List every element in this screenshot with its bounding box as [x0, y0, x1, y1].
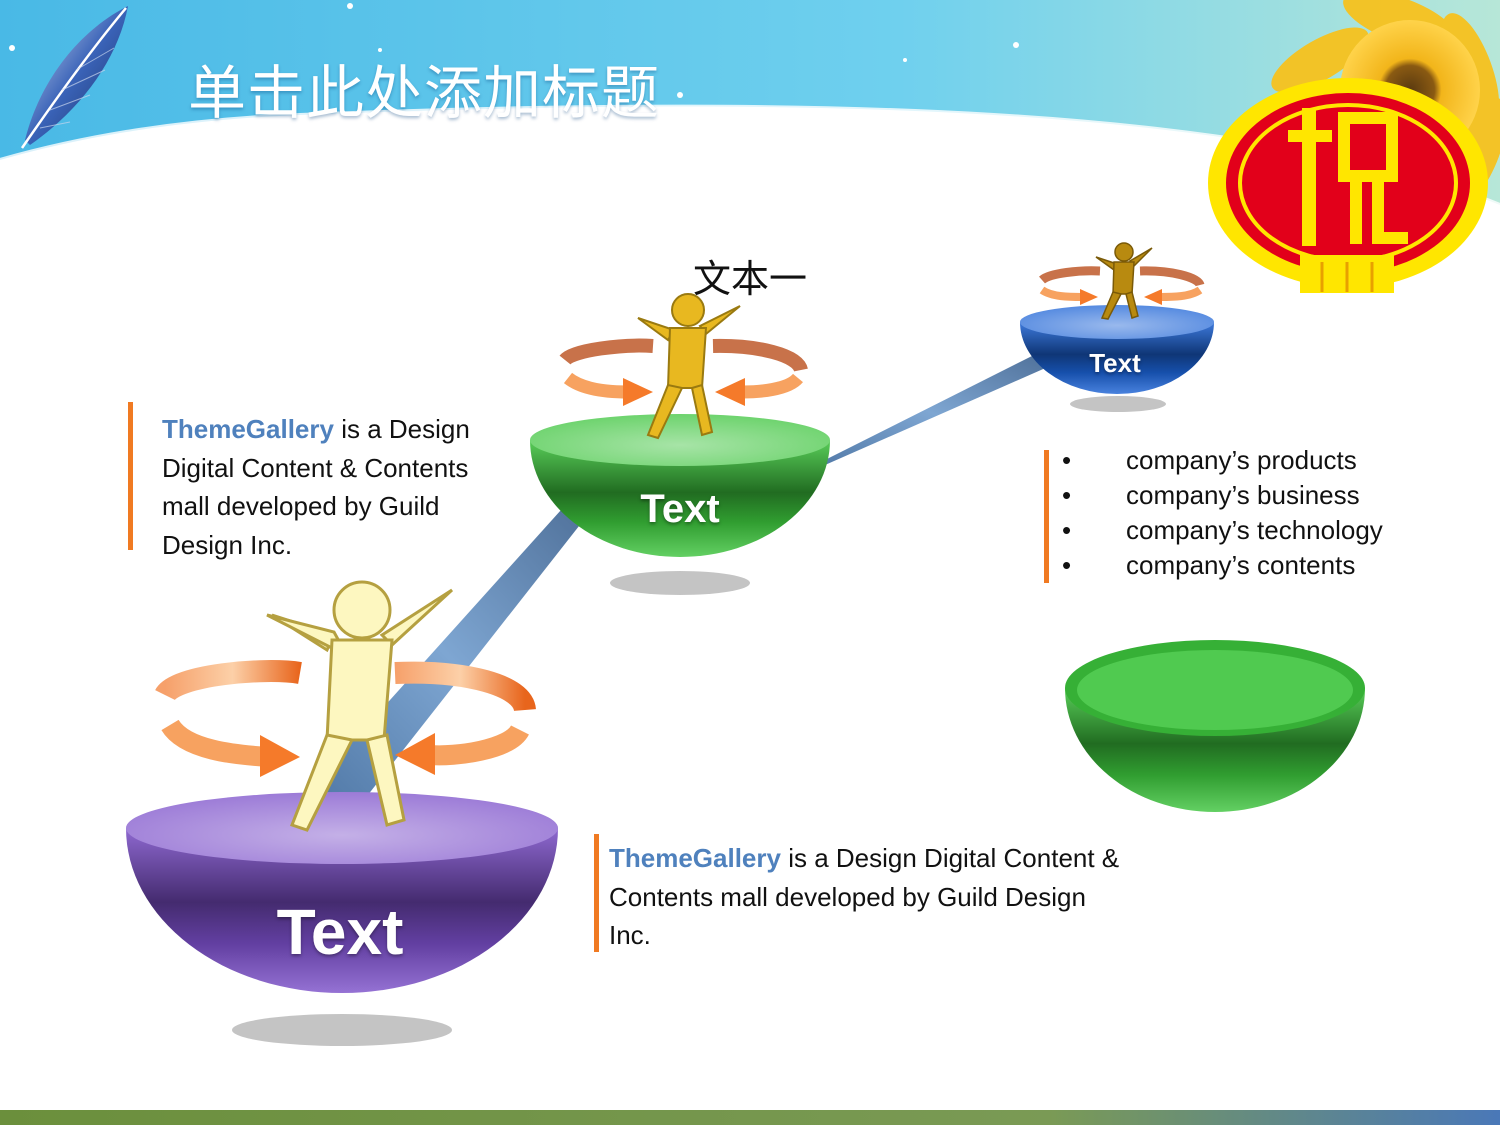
- stage-label-2: Text: [640, 487, 720, 531]
- shadow-3: [1070, 396, 1166, 412]
- caption-text: 文本一: [693, 257, 808, 301]
- feather-icon: [20, 6, 128, 149]
- person-figure-icon: [637, 293, 741, 440]
- list-item: •company’s business: [1062, 480, 1360, 510]
- stage-bowl-2-body: [530, 440, 830, 557]
- list-item: •company’s technology: [1062, 515, 1383, 545]
- stage-label-3: Text: [1089, 348, 1141, 378]
- bullet-list: •company’s products •company’s business …: [1060, 443, 1383, 583]
- stage-bowl-1-body: [126, 828, 558, 993]
- list-item: •company’s products: [1062, 445, 1357, 475]
- list-item: •company’s contents: [1062, 550, 1356, 580]
- description-text: is a Design Digital Content & Contents m…: [609, 843, 1120, 950]
- accent-bar-left: [128, 402, 133, 550]
- stage-bowl-2: [530, 414, 830, 557]
- stage-bowl-3: [1020, 305, 1214, 394]
- empty-bowl: [1065, 640, 1365, 812]
- brand-name: ThemeGallery: [162, 414, 334, 444]
- stage-bowl-3-rim: [1020, 305, 1214, 339]
- description-left: ThemeGallery is a Design Digital Content…: [162, 410, 492, 564]
- sparkle-icons: [9, 3, 1019, 98]
- description-bottom: ThemeGallery is a Design Digital Content…: [609, 839, 1129, 955]
- rotate-arrows-icon: [155, 660, 536, 777]
- stage-label-1: Text: [276, 896, 404, 968]
- person-figure-icon: [1095, 242, 1153, 320]
- person-figure-icon: [266, 580, 454, 832]
- stage-bowl-3-body: [1020, 322, 1214, 394]
- tax-emblem-icon: [1208, 78, 1488, 293]
- stage-bowl-2-rim: [530, 414, 830, 466]
- stage-bowl-1: [126, 792, 558, 993]
- empty-bowl-inner: [1077, 650, 1353, 730]
- connector-road-2: [805, 352, 1050, 470]
- rotate-arrows-icon: [1039, 266, 1205, 305]
- shadow-1: [232, 1014, 452, 1046]
- accent-bar-bottom: [594, 834, 599, 952]
- accent-bar-right: [1044, 450, 1049, 583]
- description-text: is a Design Digital Content & Contents m…: [162, 414, 470, 560]
- shadow-2: [610, 571, 750, 595]
- rotate-arrows-icon: [559, 338, 808, 406]
- stage-bowl-1-rim: [126, 792, 558, 864]
- slide-title[interactable]: 单击此处添加标题: [188, 59, 661, 127]
- brand-name: ThemeGallery: [609, 843, 781, 873]
